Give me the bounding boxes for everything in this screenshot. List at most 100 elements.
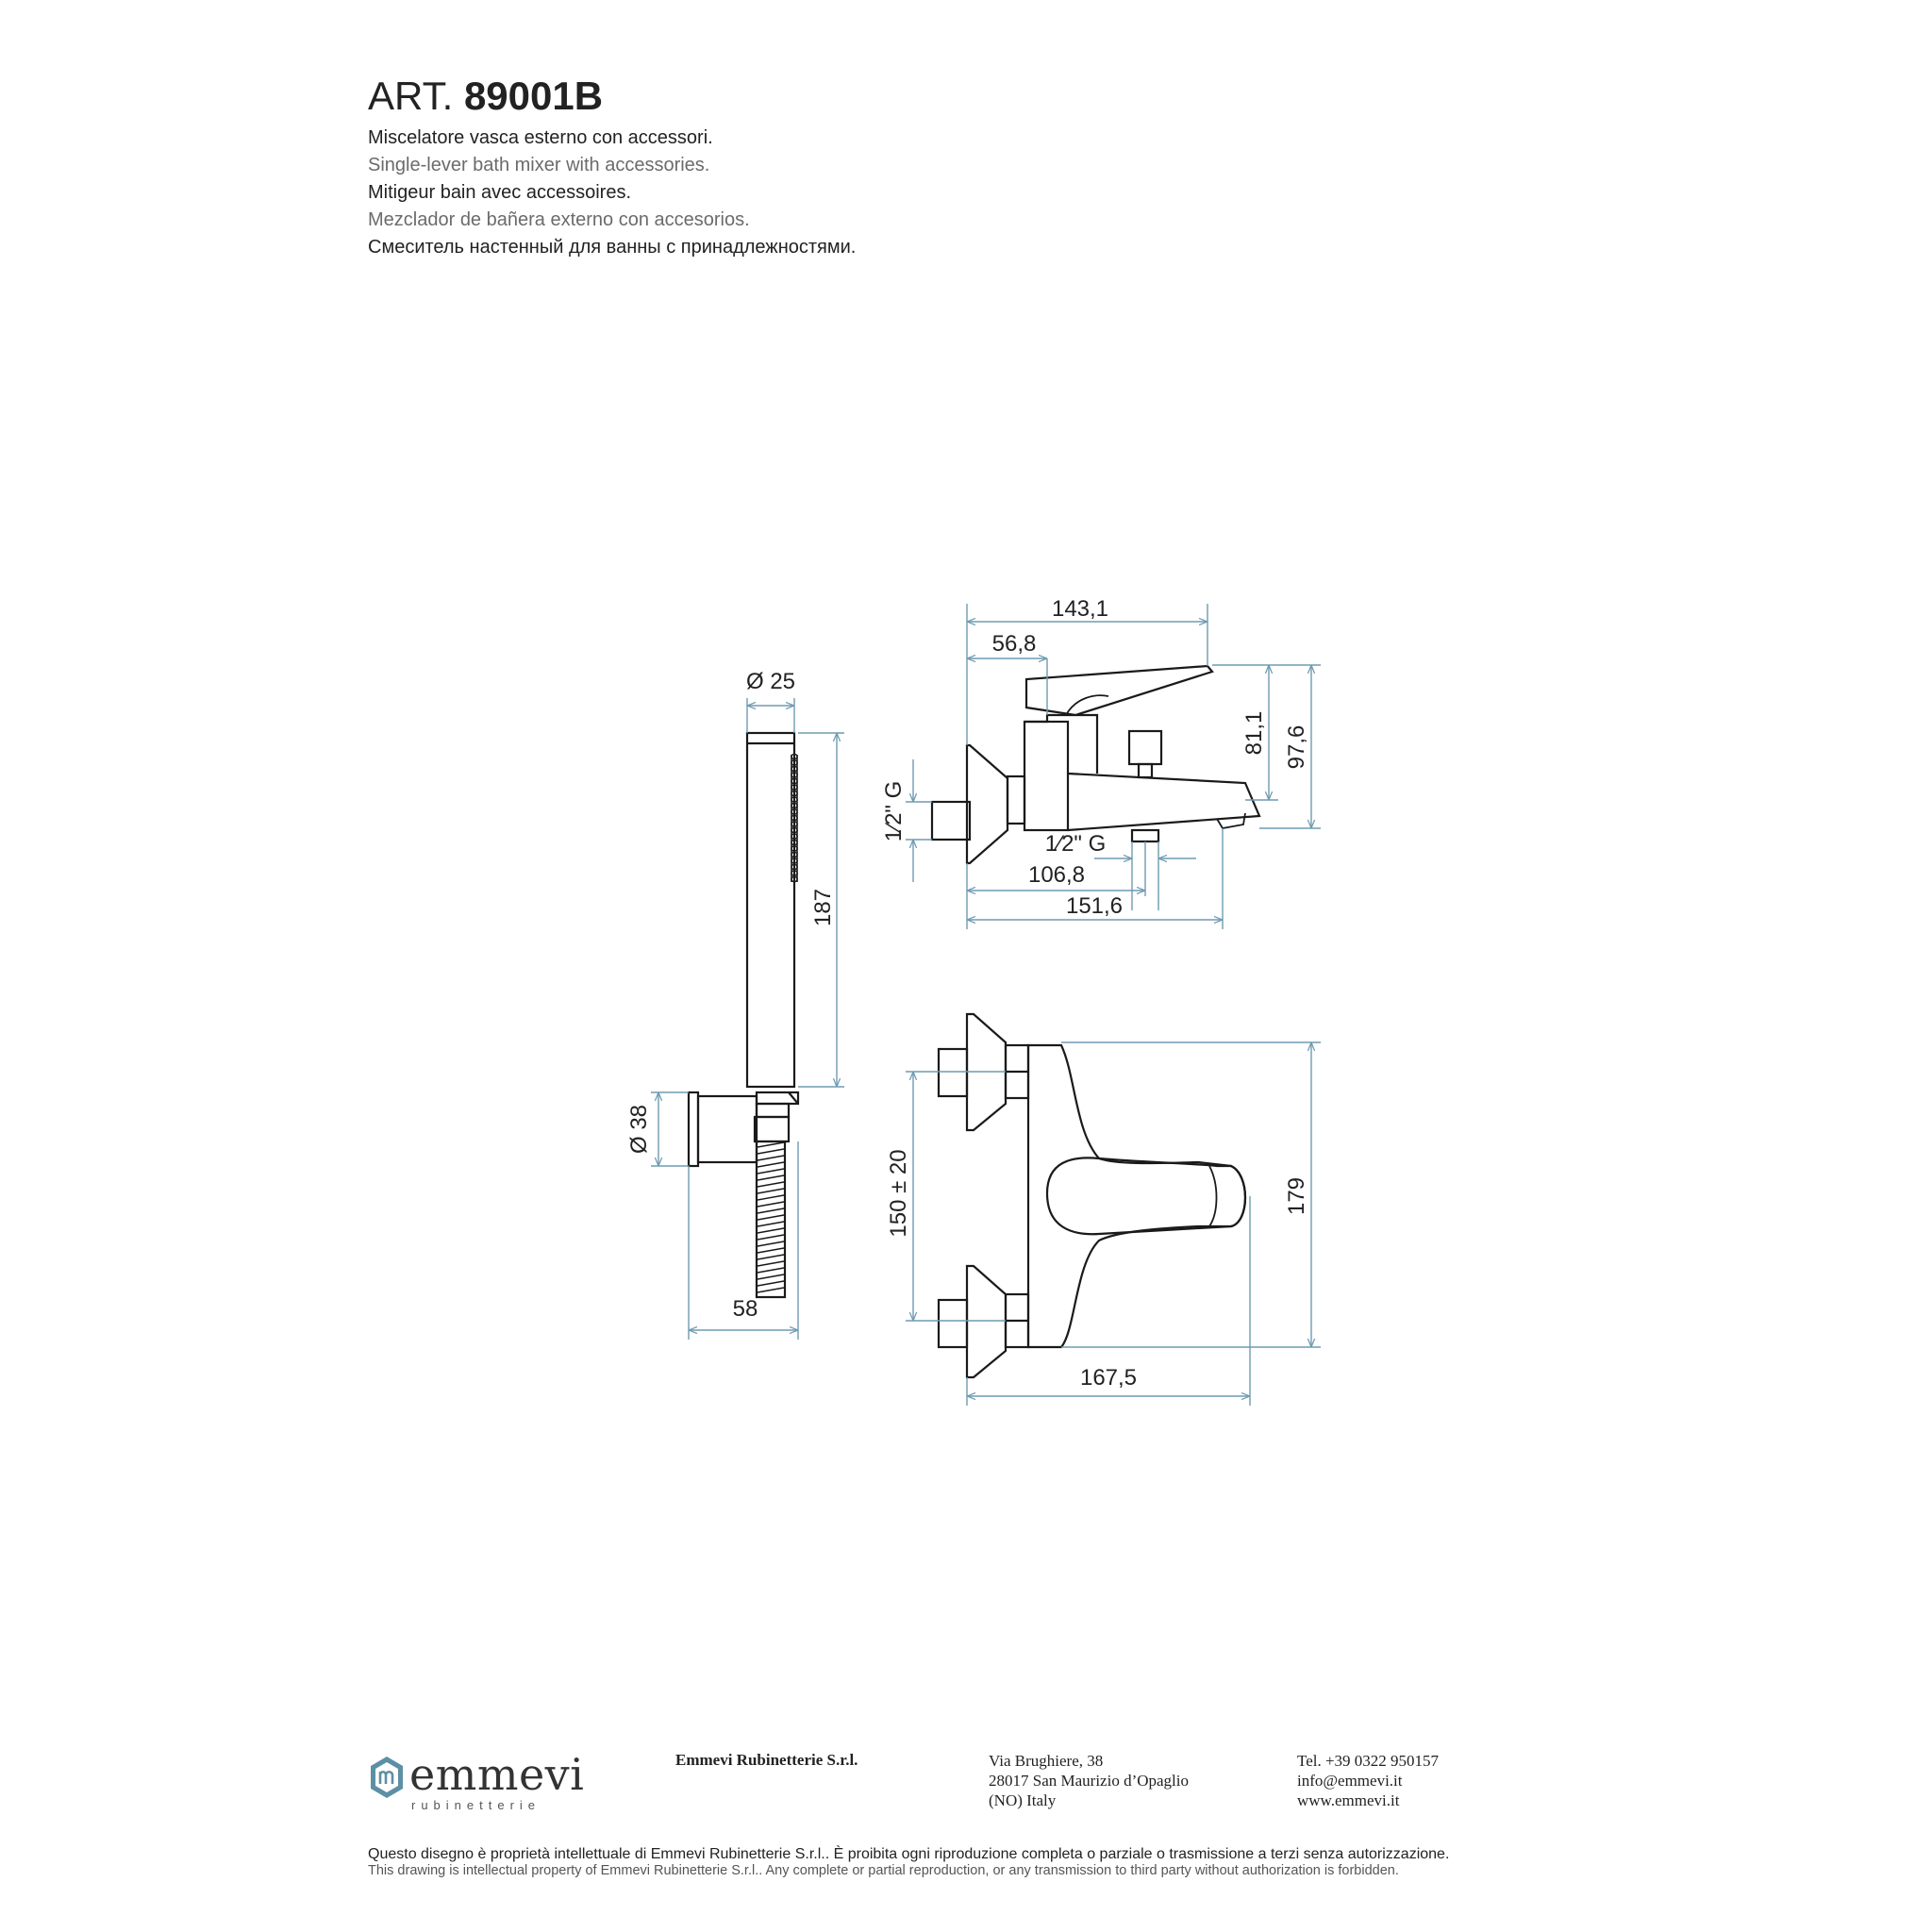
hose-winding [757,1208,785,1214]
shower-outlet [1130,828,1160,843]
side-lever [1024,664,1214,717]
brand-logo: emmevi rubinetterie [368,1749,604,1824]
plan-escutcheon-top [965,1012,1008,1132]
dim-lever-offset: 56,8 [992,631,1037,657]
plan-escutcheon-bottom [965,1264,1008,1379]
company-name: Emmevi Rubinetterie S.r.l. [675,1751,858,1769]
side-inlet-connector [930,800,972,841]
brand-subtitle: rubinetterie [411,1798,541,1812]
dim-hand-shower-length: 187 [810,889,836,926]
contact-phone: Tel. +39 0322 950157 [1297,1752,1440,1770]
document-footer: emmevi rubinetterie Emmevi Rubinetterie … [368,1749,1594,1824]
hose-spiral [757,1141,785,1293]
nozzle-dot [791,821,798,827]
dim-plan-depth: 167,5 [1080,1365,1137,1391]
nozzle-dot [791,851,798,858]
nozzle-dot [791,839,798,846]
hose-winding [757,1241,785,1247]
hose-winding [757,1254,785,1260]
hose-nut [753,1115,791,1143]
dim-inlet-thread: 1⁄2" G [881,781,907,842]
side-view-dimensions [906,604,1321,929]
nozzle-dot [791,833,798,840]
hose-winding [757,1188,785,1194]
dim-lever-length: 143,1 [1052,596,1108,622]
contact-email[interactable]: info@emmevi.it [1297,1772,1403,1790]
description-es: Mezclador de bañera externo con accesori… [368,209,750,230]
dim-outlet-thread: 1⁄2" G [1045,831,1107,857]
description-fr: Mitigeur bain avec accessoires. [368,182,632,203]
dim-holder-depth: 58 [733,1296,758,1322]
plan-inlet-top [937,1047,969,1098]
hose-winding [757,1267,785,1274]
address-line: (NO) Italy [989,1791,1057,1809]
hose-winding [757,1214,785,1221]
shower-hose [755,1140,787,1299]
description-en: Single-lever bath mixer with accessories… [368,155,710,175]
nozzle-dot [791,826,798,834]
dim-hand-shower-diameter: Ø 25 [746,669,795,694]
shower-handle-outline [745,731,796,1089]
document-header: ART. 89001B Miscelatore vasca esterno co… [368,74,856,261]
hose-winding [757,1201,785,1208]
description-it: Miscelatore vasca esterno con accessori. [368,127,713,148]
hose-winding [757,1260,785,1267]
nozzle-dot [791,875,798,883]
mixer-plan-view [937,1012,1247,1379]
contact-website[interactable]: www.emmevi.it [1297,1791,1400,1809]
nozzle-dot [791,765,798,773]
article-prefix: ART. [368,74,454,118]
brand-name: emmevi [409,1749,585,1800]
hexagon-logo-icon [371,1757,403,1798]
nozzle-dots [791,753,798,883]
hose-winding [757,1221,785,1227]
hose-winding [757,1234,785,1241]
dim-holder-diameter: Ø 38 [626,1105,652,1154]
nozzle-dot [791,772,798,778]
hose-winding [757,1148,785,1155]
dim-plan-width: 179 [1284,1177,1309,1215]
description-ru: Смеситель настенный для ванны с принадле… [368,237,857,258]
dim-centres: 150 ± 20 [886,1149,911,1237]
hose-winding [757,1174,785,1181]
side-spout [1067,772,1261,832]
legal-notice-it: Questo disegno è proprietà intellettuale… [368,1846,1450,1862]
article-title: ART. 89001B [368,74,856,119]
hose-winding [757,1168,785,1174]
hose-winding [757,1227,785,1234]
nozzle-dot [791,814,798,822]
nozzle-dot [791,796,798,803]
hose-winding [757,1287,785,1293]
nozzle-dot [791,802,798,809]
dim-total-height: 97,6 [1284,725,1309,770]
nozzle-dot [791,790,798,797]
nozzle-dot [791,808,798,815]
nozzle-dot [791,845,798,852]
side-mixer-body [1023,720,1070,832]
hose-winding [757,1141,785,1148]
nozzle-dot [791,784,798,791]
article-code: 89001B [463,74,604,118]
holder-body [696,1094,758,1164]
hand-shower-dimensions [651,698,844,1340]
side-escutcheon [965,743,1009,865]
address-line: 28017 San Maurizio d’Opaglio [989,1772,1189,1790]
hose-winding [757,1280,785,1287]
wall-flange [687,1091,700,1168]
hose-winding [757,1155,785,1161]
plan-view-dimensions [906,1041,1321,1406]
hand-shower-drawing [687,731,800,1299]
plan-mixer-body [1026,1043,1247,1349]
company-contact: Tel. +39 0322 950157 info@emmevi.it www.… [1297,1751,1439,1810]
hose-winding [757,1181,785,1188]
hose-winding [757,1161,785,1168]
hose-winding [757,1247,785,1254]
plan-inlet-bottom [937,1298,969,1349]
dim-outlet-distance: 106,8 [1028,862,1085,888]
nozzle-dot [791,777,798,785]
hose-winding [757,1194,785,1201]
dim-spout-projection: 151,6 [1066,893,1123,919]
company-address: Via Brughiere, 38 28017 San Maurizio d’O… [989,1751,1189,1810]
hose-winding [757,1274,785,1280]
